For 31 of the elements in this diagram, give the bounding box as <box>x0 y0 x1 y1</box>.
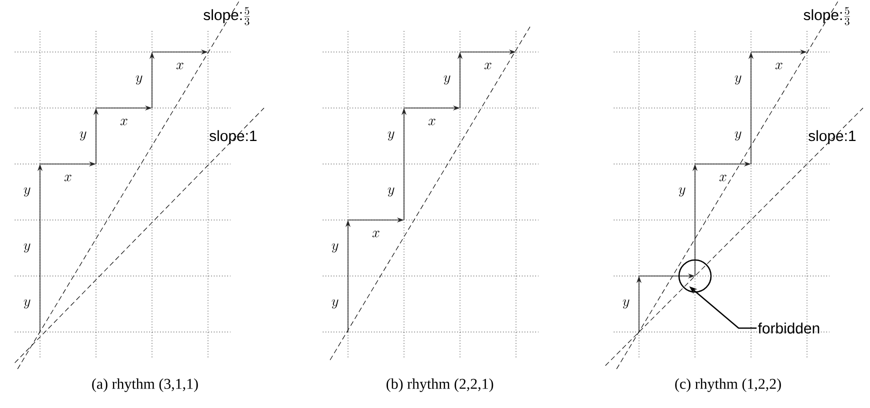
axis-step-label: $y$ <box>678 187 686 197</box>
axis-step-label: $y$ <box>734 75 742 85</box>
axis-step-label: $x$ <box>719 174 726 182</box>
axis-step-label: $y$ <box>332 299 338 309</box>
axis-step-label: $x$ <box>64 174 72 182</box>
axis-step-label: $y$ <box>136 75 142 85</box>
slope-label: $\textsf{slope:}\frac{5}{3}$ <box>804 7 850 26</box>
axis-step-label: $x$ <box>120 118 128 126</box>
axis-step-label: $y$ <box>444 75 450 85</box>
callout-text: forbidden <box>758 322 820 334</box>
axis-step-label: $y$ <box>388 131 394 141</box>
axis-step-label: $y$ <box>24 187 30 197</box>
caption: (a) rhythm (3,1,1) <box>92 378 198 392</box>
axis-step-label: $x$ <box>176 62 184 70</box>
axis-step-label: $y$ <box>734 131 742 141</box>
forbidden-circle <box>678 259 712 293</box>
axis-step-label: $x$ <box>428 118 436 126</box>
axis-step-label: $x$ <box>484 62 492 70</box>
axis-step-label: $y$ <box>388 187 394 197</box>
slope-label: $\textsf{slope:1}$ <box>808 130 856 144</box>
axis-step-label: $y$ <box>332 243 338 253</box>
axis-step-label: $y$ <box>622 299 630 309</box>
slope-label: $\textsf{slope:1}$ <box>210 130 257 144</box>
caption: (c) rhythm (1,2,2) <box>675 378 781 392</box>
axis-step-label: $x$ <box>372 230 380 238</box>
axis-step-label: $y$ <box>24 299 30 309</box>
slope-label: $\textsf{slope:}\frac{5}{3}$ <box>204 7 250 26</box>
axis-step-label: $y$ <box>80 131 86 141</box>
axis-step-label: $x$ <box>775 62 782 70</box>
axis-step-label: $y$ <box>24 243 30 253</box>
caption: (b) rhythm (2,2,1) <box>386 378 494 392</box>
